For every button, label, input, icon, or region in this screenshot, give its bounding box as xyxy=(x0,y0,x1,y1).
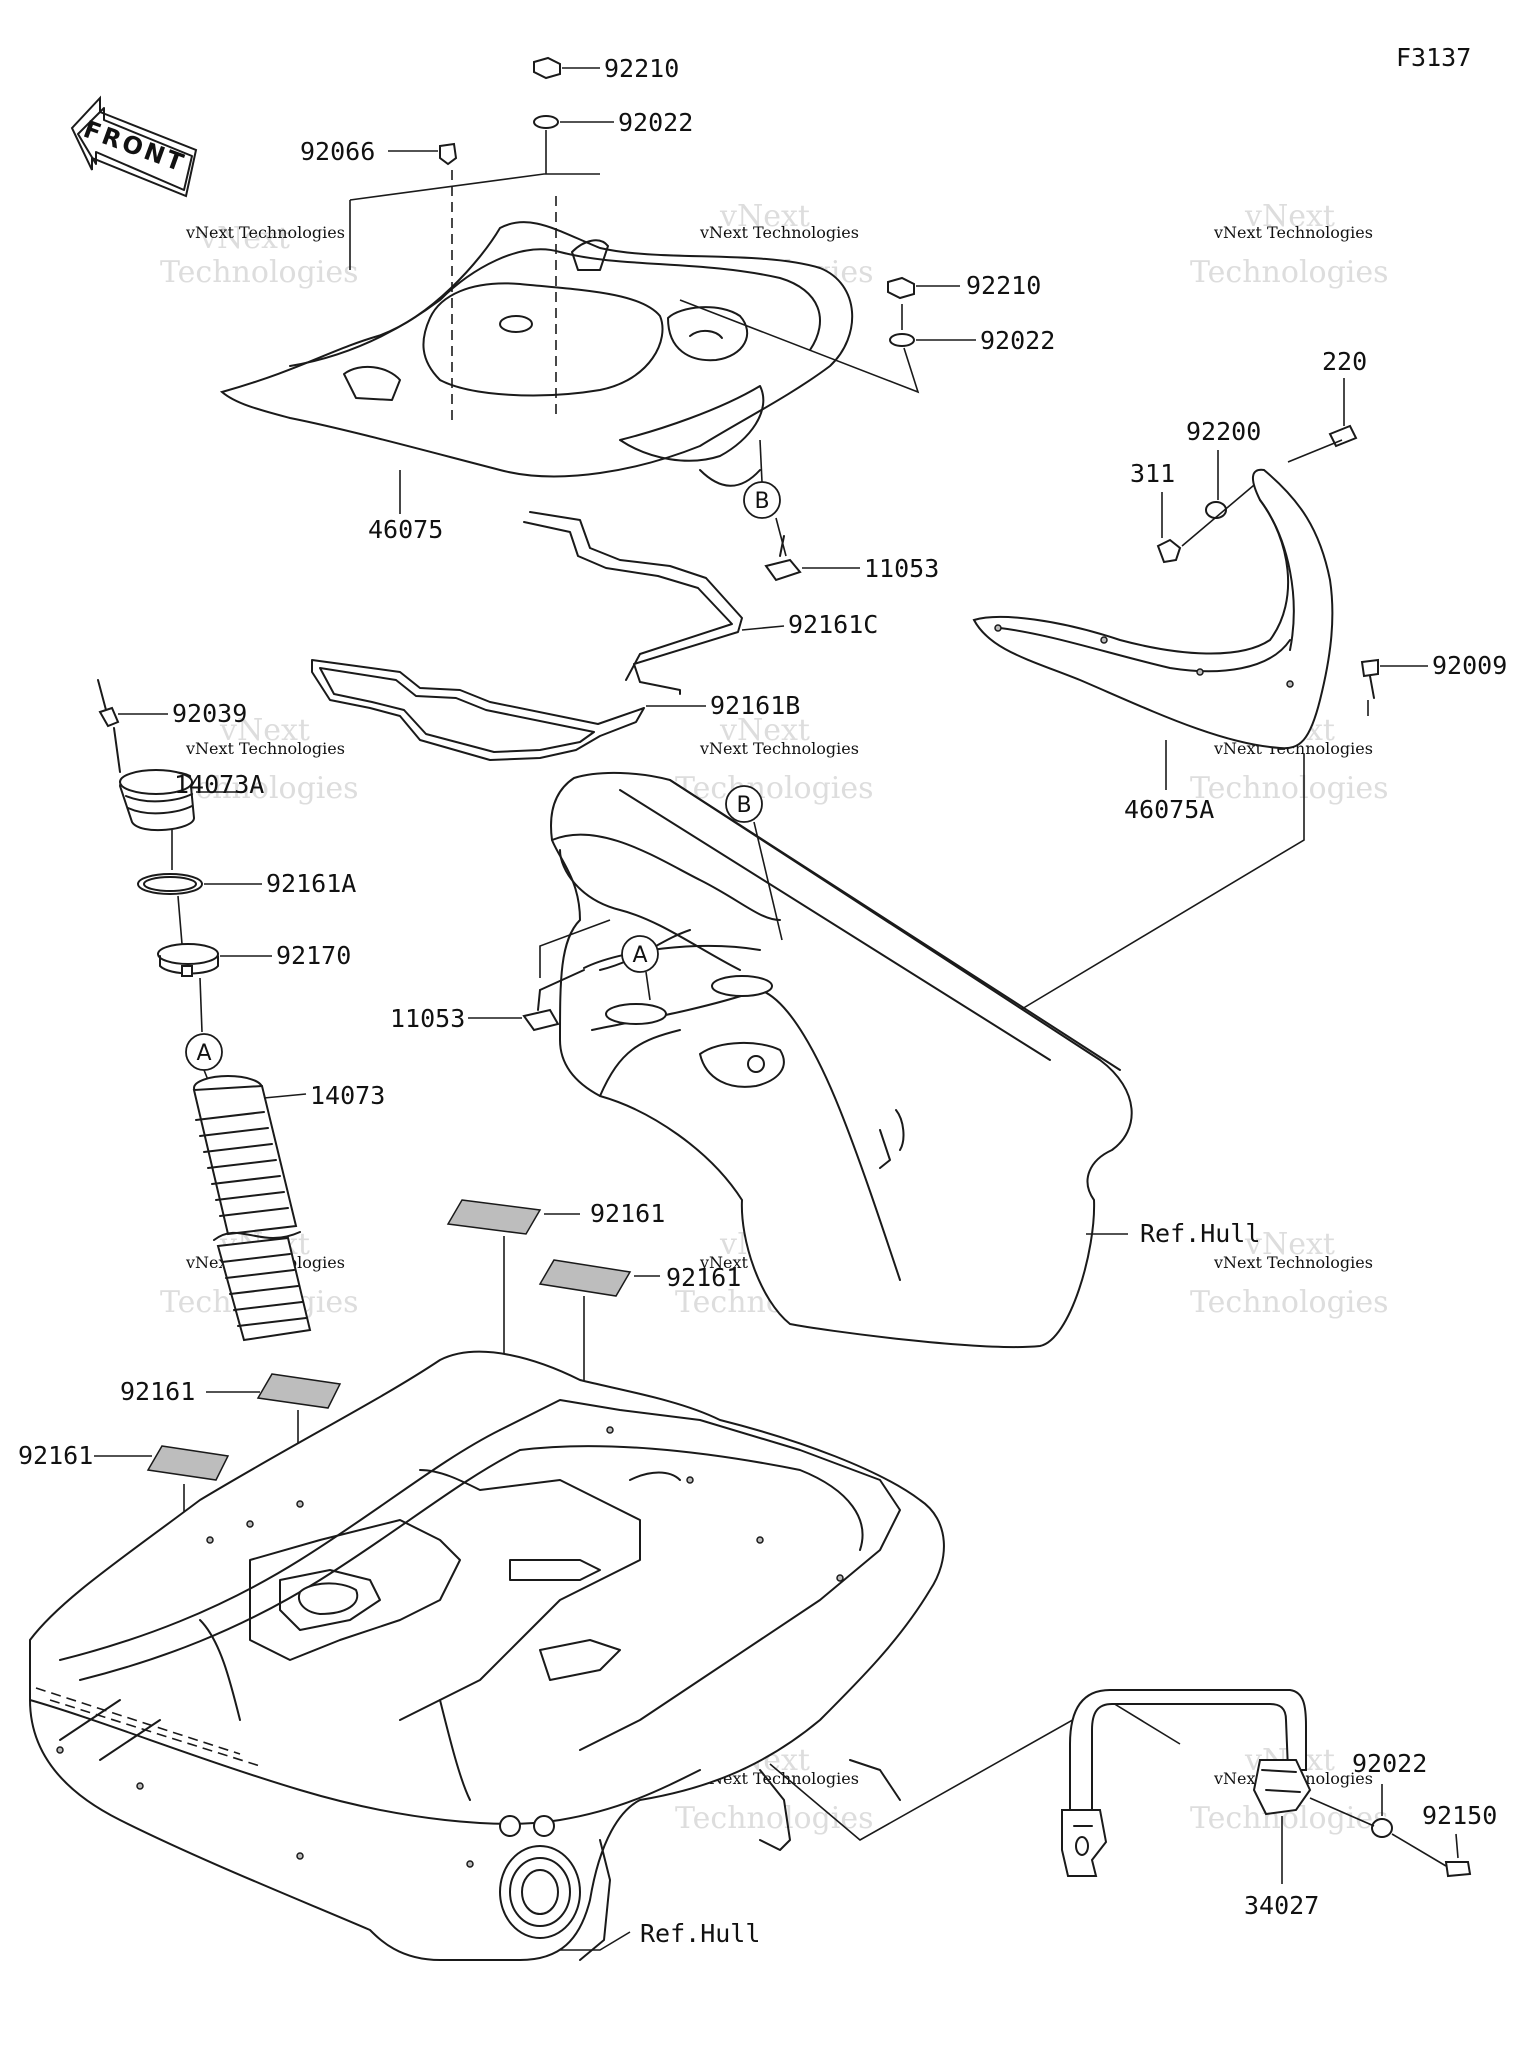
gasket-92161B xyxy=(311,659,645,761)
washer-92022-right xyxy=(889,333,915,347)
svg-text:vNext: vNext xyxy=(219,713,310,748)
label-46075: 46075 xyxy=(368,515,443,544)
pad-92161-d xyxy=(146,1445,230,1481)
pad-92161-b xyxy=(538,1259,632,1297)
gasket-92161C xyxy=(523,511,743,695)
label-92161-a: 92161 xyxy=(590,1199,665,1228)
svg-text:vNext Technologies: vNext Technologies xyxy=(699,739,859,758)
front-arrow-icon: FRONT xyxy=(70,95,198,198)
label-92022-top: 92022 xyxy=(618,108,693,137)
svg-text:vNext Technologies: vNext Technologies xyxy=(699,223,859,242)
label-refhull-bottom: Ref.Hull xyxy=(640,1919,760,1948)
svg-text:Technologies: Technologies xyxy=(675,771,874,806)
label-92161-c: 92161 xyxy=(120,1377,195,1406)
grab-handle-34027 xyxy=(1061,1689,1312,1877)
clip-11053-mid xyxy=(522,989,560,1032)
label-92022-right: 92022 xyxy=(980,326,1055,355)
label-92161A: 92161A xyxy=(266,869,356,898)
callout-b-upper-text: B xyxy=(754,489,769,514)
label-34027: 34027 xyxy=(1244,1891,1319,1920)
label-refhull-mid: Ref.Hull xyxy=(1140,1219,1260,1248)
svg-text:Technologies: Technologies xyxy=(160,255,359,290)
label-14073: 14073 xyxy=(310,1081,385,1110)
callout-a-left-text: A xyxy=(196,1041,211,1066)
watermark: Technologies vNext vNext Technologies xyxy=(675,713,874,806)
svg-text:vNext Technologies: vNext Technologies xyxy=(1213,1253,1373,1272)
label-92161-b: 92161 xyxy=(666,1263,741,1292)
callout-b-mid-text: B xyxy=(736,793,751,818)
hull-upper xyxy=(539,771,1133,1349)
svg-text:vNext: vNext xyxy=(1244,199,1335,234)
svg-text:vNext Technologies: vNext Technologies xyxy=(1213,223,1373,242)
clamp-92170 xyxy=(157,943,219,977)
washer-92022-bottom xyxy=(1371,1818,1393,1838)
cover-46075A xyxy=(972,468,1334,750)
bolt-92066 xyxy=(439,142,458,166)
svg-text:vNext Technologies: vNext Technologies xyxy=(185,739,345,758)
watermark: Technologies vNext vNext Technologies xyxy=(1190,1227,1389,1320)
label-92200: 92200 xyxy=(1186,417,1261,446)
svg-text:vNext: vNext xyxy=(199,221,290,256)
svg-text:Technologies: Technologies xyxy=(1190,255,1389,290)
label-92009: 92009 xyxy=(1432,651,1507,680)
label-311: 311 xyxy=(1130,459,1175,488)
label-92022-bottom: 92022 xyxy=(1352,1749,1427,1778)
label-92161B: 92161B xyxy=(710,691,800,720)
callout-a-mid xyxy=(621,935,659,973)
label-92161-d: 92161 xyxy=(18,1441,93,1470)
svg-text:vNext Technologies: vNext Technologies xyxy=(185,223,345,242)
label-14073A: 14073A xyxy=(174,770,264,799)
label-92170: 92170 xyxy=(276,941,351,970)
filler-neck-14073A xyxy=(113,727,196,832)
washer-92022-top xyxy=(533,115,559,129)
callout-b-mid xyxy=(725,785,763,823)
hull-lower xyxy=(29,1350,945,1961)
hose-14073 xyxy=(192,1075,312,1342)
label-92210-top: 92210 xyxy=(604,54,679,83)
bolt-92150 xyxy=(1444,1861,1472,1878)
label-220: 220 xyxy=(1322,347,1367,376)
watermark: Technologies vNext vNext Technologies xyxy=(160,221,359,290)
svg-text:Technologies: Technologies xyxy=(1190,1285,1389,1320)
svg-text:vNext: vNext xyxy=(719,199,810,234)
label-11053-top: 11053 xyxy=(864,554,939,583)
bolt-220 xyxy=(1328,424,1358,448)
nut-92210-top xyxy=(533,56,561,80)
deck-pan-46075 xyxy=(219,221,854,487)
oring-92161A xyxy=(137,873,203,895)
pad-92161-c xyxy=(256,1373,342,1409)
pad-92161-a xyxy=(446,1199,542,1235)
label-92210-right: 92210 xyxy=(966,271,1041,300)
label-11053-mid: 11053 xyxy=(390,1004,465,1033)
svg-text:vNext: vNext xyxy=(1244,1227,1335,1262)
svg-text:Technologies: Technologies xyxy=(1190,771,1389,806)
svg-text:vNext Technologies: vNext Technologies xyxy=(699,1769,859,1788)
label-92066: 92066 xyxy=(300,137,375,166)
label-92150: 92150 xyxy=(1422,1801,1497,1830)
bolt-92009 xyxy=(1360,658,1379,699)
washer-92200 xyxy=(1205,501,1227,519)
svg-text:Technologies: Technologies xyxy=(675,1801,874,1836)
fitting-92039 xyxy=(97,679,120,728)
label-92039: 92039 xyxy=(172,699,247,728)
nut-92210-right xyxy=(887,276,915,300)
figure-code: F3137 xyxy=(1396,43,1471,72)
label-92161C: 92161C xyxy=(788,610,878,639)
clip-11053-top xyxy=(764,535,802,582)
label-46075A: 46075A xyxy=(1124,795,1214,824)
callout-a-mid-text: A xyxy=(632,943,647,968)
nut-311 xyxy=(1156,538,1182,564)
watermark: Technologies vNext vNext Technologies xyxy=(1190,199,1389,290)
svg-text:vNext: vNext xyxy=(719,713,810,748)
